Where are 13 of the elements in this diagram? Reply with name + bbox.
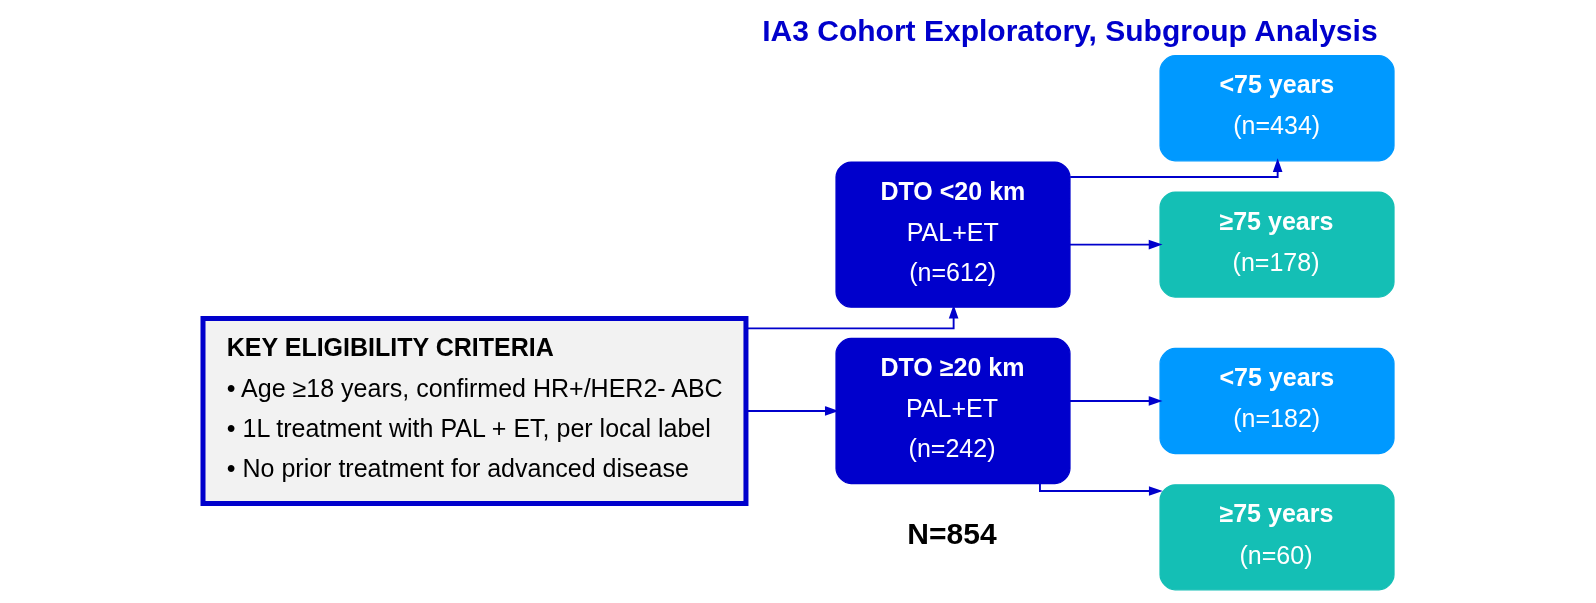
arrow [1068, 239, 1163, 250]
node-box: <75 years (n=182) [1158, 347, 1395, 455]
diagram-title: IA3 Cohort Exploratory, Subgroup Analysis [761, 13, 1378, 47]
node-box: <75 years (n=434) [1158, 55, 1395, 162]
label: N=854 [906, 516, 997, 550]
node-box: ≥75 years (n=60) [1158, 484, 1395, 591]
node-box: DTO <20 km PAL+ET (n=612) [834, 161, 1071, 308]
arrow [1038, 482, 1163, 496]
node-box: KEY ELIGIBILITY CRITERIA • Age ≥18 years, confirmed HR+/HER2- ABC • 1L treatment with PAL + ET, per local label • No prior treatment for advanced disease [200, 315, 748, 507]
arrow [1068, 396, 1163, 406]
node-box: ≥75 years (n=178) [1158, 191, 1395, 298]
node-box: DTO ≥20 km PAL+ET (n=242) [834, 337, 1071, 485]
arrow [1068, 158, 1282, 178]
